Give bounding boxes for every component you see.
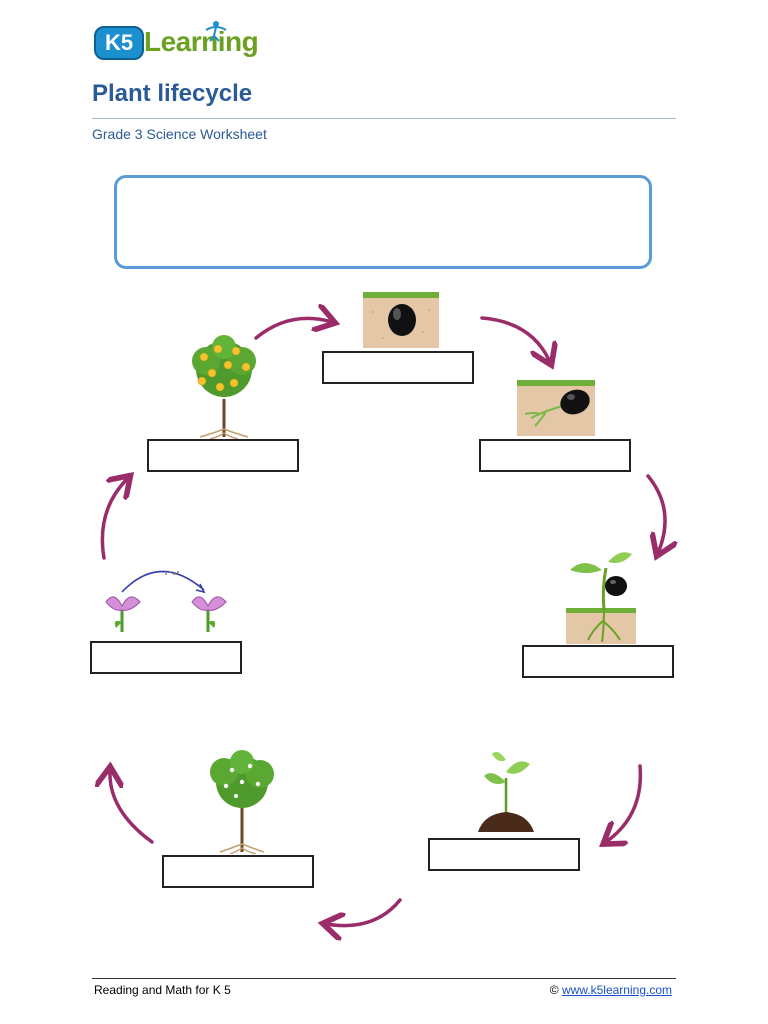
- logo-word: Learning: [144, 26, 259, 57]
- arrow-sprout-to-seedling: [606, 764, 643, 842]
- footer-divider: [92, 978, 676, 979]
- germinating-seed-icon: [517, 380, 595, 436]
- answer-box-germination[interactable]: [479, 439, 631, 472]
- footer-copyright: © www.k5learning.com: [550, 983, 672, 997]
- footer-tagline: Reading and Math for K 5: [94, 983, 231, 997]
- sprout-icon: [566, 552, 636, 644]
- copyright-symbol: ©: [549, 983, 559, 997]
- runner-icon: [205, 21, 227, 42]
- title-divider: [92, 118, 676, 119]
- arrow-seedling-to-adult: [326, 898, 402, 926]
- answer-box-seed[interactable]: [322, 351, 474, 384]
- answer-box-adult-plant[interactable]: [162, 855, 314, 888]
- answer-box-seedling[interactable]: [428, 838, 580, 871]
- seedling-icon: [478, 752, 534, 832]
- page-title: Plant lifecycle: [92, 80, 253, 107]
- arrow-seed-to-germination: [480, 316, 550, 362]
- arrow-fruit-to-seed: [254, 318, 332, 340]
- website-link[interactable]: www.k5learning.com: [561, 983, 672, 997]
- answer-box-fruiting-plant[interactable]: [147, 439, 299, 472]
- pollination-flowers-icon: [105, 570, 227, 632]
- arrow-adult-to-pollination: [110, 770, 154, 844]
- flowering-plant-icon: [210, 750, 274, 854]
- k5-learning-logo: K5 Learning: [92, 20, 262, 64]
- page-subtitle: Grade 3 Science Worksheet: [92, 126, 267, 142]
- arrow-pollination-to-fruit: [100, 478, 128, 560]
- logo-badge: K5: [94, 26, 144, 60]
- fruit-tree-icon: [192, 335, 256, 439]
- arrow-germination-to-sprout: [646, 474, 665, 553]
- answer-box-sprout[interactable]: [522, 645, 674, 678]
- answer-box-pollination[interactable]: [90, 641, 242, 674]
- instruction-box: [114, 175, 652, 269]
- seed-in-soil-icon: [363, 292, 439, 348]
